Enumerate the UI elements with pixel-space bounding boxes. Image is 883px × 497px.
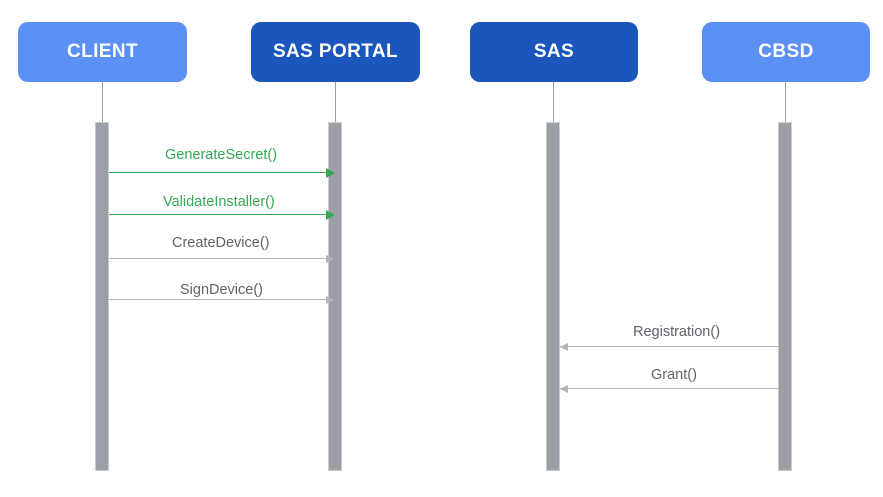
activation-bar-client	[95, 122, 109, 471]
actor-box-sas[interactable]: SAS	[470, 22, 638, 82]
actor-box-client[interactable]: CLIENT	[18, 22, 187, 82]
message-line-registration	[560, 346, 779, 347]
actor-label-sas-portal: SAS PORTAL	[272, 41, 399, 62]
actor-label-cbsd: CBSD	[758, 41, 814, 62]
activation-bar-sas	[546, 122, 560, 471]
actor-label-client: CLIENT	[66, 41, 138, 62]
message-line-create-device	[109, 258, 334, 259]
message-label-create-device: CreateDevice()	[172, 235, 270, 251]
lifeline-cbsd	[785, 82, 786, 122]
message-arrowhead-sign-device	[326, 296, 334, 304]
lifeline-sas-portal	[335, 82, 336, 122]
actor-label-sas: SAS	[533, 41, 575, 62]
message-line-grant	[560, 388, 779, 389]
message-label-sign-device: SignDevice()	[180, 282, 263, 298]
message-label-validate-installer: ValidateInstaller()	[163, 194, 275, 210]
activation-bar-cbsd	[778, 122, 792, 471]
lifeline-sas	[553, 82, 554, 122]
message-line-sign-device	[109, 299, 334, 300]
message-label-generate-secret: GenerateSecret()	[165, 147, 278, 163]
message-label-grant: Grant()	[651, 367, 697, 383]
message-arrowhead-registration	[560, 343, 568, 351]
message-line-validate-installer	[109, 214, 334, 215]
message-arrowhead-validate-installer	[326, 210, 335, 220]
actor-box-sas-portal[interactable]: SAS PORTAL	[251, 22, 420, 82]
lifeline-client	[102, 82, 103, 122]
message-line-generate-secret	[109, 172, 334, 173]
actor-box-cbsd[interactable]: CBSD	[702, 22, 870, 82]
message-arrowhead-create-device	[326, 255, 334, 263]
message-arrowhead-generate-secret	[326, 168, 335, 178]
message-arrowhead-grant	[560, 385, 568, 393]
message-label-registration: Registration()	[633, 324, 721, 340]
